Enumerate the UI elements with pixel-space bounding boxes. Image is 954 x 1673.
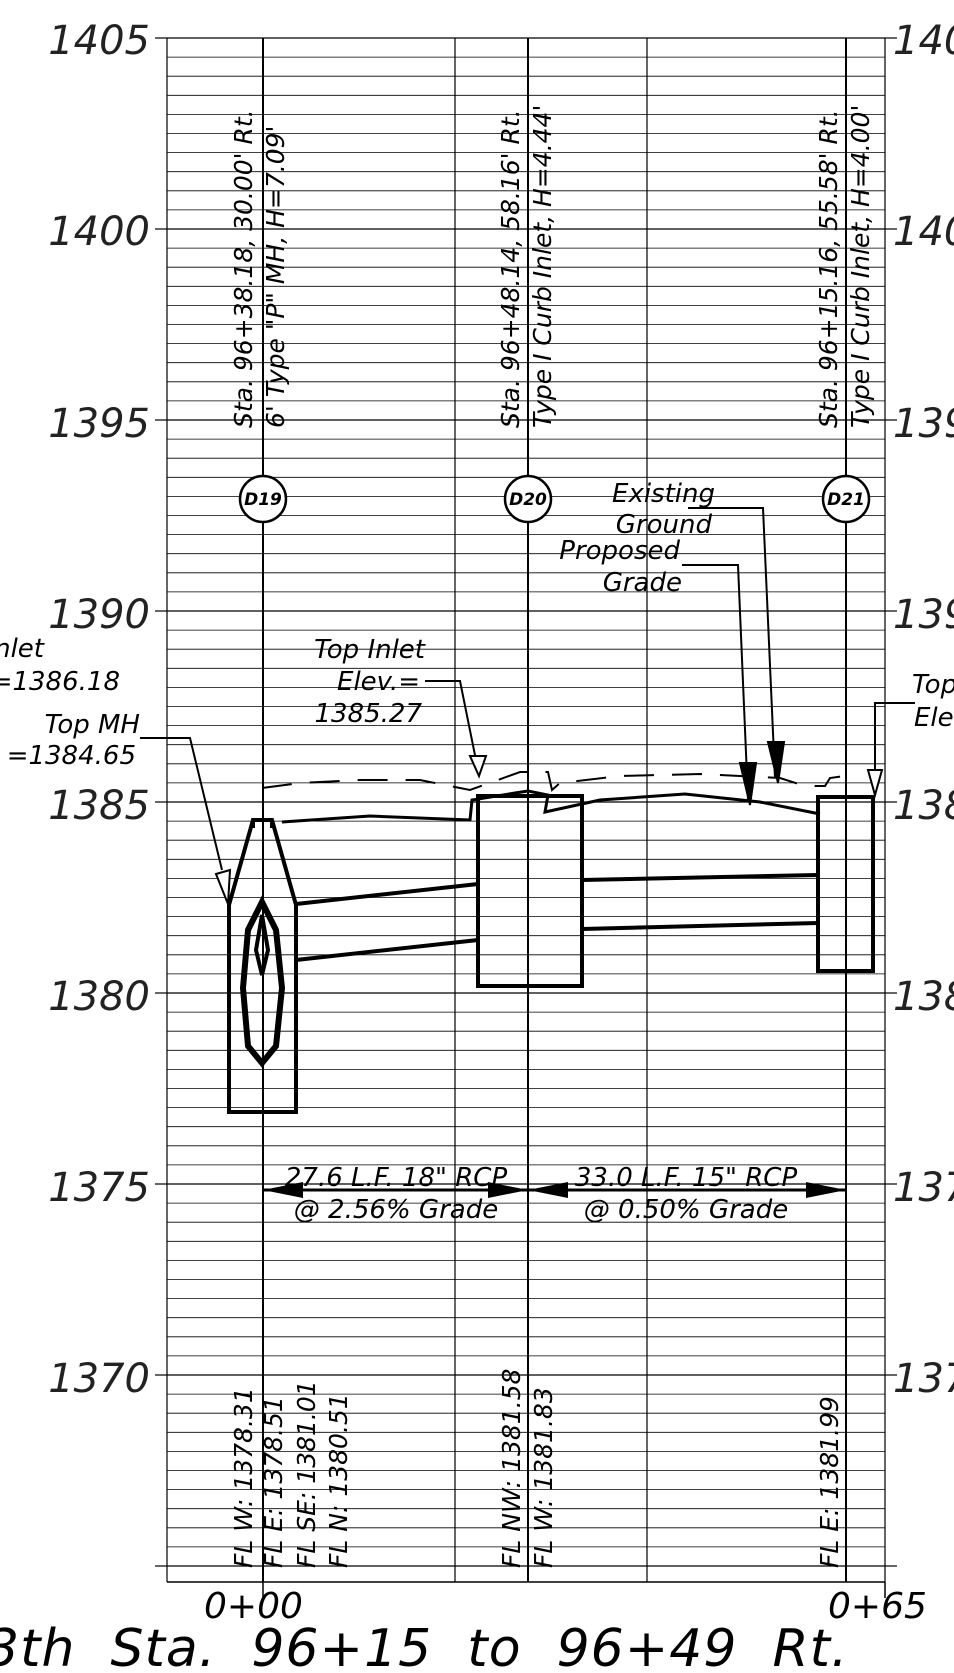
existing-ground-arrow [766,741,786,784]
pipe-labels: 27.6 L.F. 18" RCP @ 2.56% Grade 33.0 L.F… [285,1163,798,1225]
elevation-label: 1400 [48,209,150,255]
top-mh-leader [140,737,223,871]
pipe-18-top [295,882,479,906]
flowline-label: FL W: 1381.83 [529,1387,558,1568]
elevation-label: 1405 [893,18,954,64]
elevation-label: 1375 [48,1165,150,1211]
elevation-label: 1390 [48,592,150,638]
top-inlet-d20-text-2: Elev.= [337,667,420,697]
elevation-label: 1375 [893,1165,954,1211]
flowline-label: FL SE: 1381.01 [292,1380,321,1568]
flowline-label: FL W: 1378.31 [229,1387,258,1568]
elevation-axis-left: 1405 1400 1395 1390 1385 1380 1375 1370 [48,18,150,1402]
elevation-label: 1400 [893,209,954,255]
tag-d20: D20 [503,474,553,524]
pipe-15-bottom [581,921,819,931]
top-right-arrow [866,769,884,799]
elevation-label: 1380 [893,974,954,1020]
elevation-label: 1370 [893,1356,954,1402]
existing-ground-leader [688,507,776,779]
top-right-leader [874,702,915,770]
d21-type-label: Type I Curb Inlet, H=4.00' [846,105,875,428]
top-inlet-d20-text-3: 1385.27 [314,699,422,729]
elevation-label: 1395 [893,401,954,447]
inlet-d20 [476,794,584,988]
flowline-label: FL E: 1381.99 [815,1396,844,1568]
top-inlet-left-text-2: =1386.18 [0,667,120,697]
tag-d21: D21 [821,474,871,524]
elevation-label: 1385 [48,783,150,829]
top-inlet-d20-arrow [468,755,488,779]
d21-station-label: Sta. 96+15.16, 55.58' Rt. [814,109,843,428]
top-inlet-d20-leader [425,680,479,771]
station-start-label: 0+00 [204,1586,303,1627]
proposed-grade-arrow [738,762,758,806]
pipes [295,873,819,962]
elevation-label: 1385 [893,783,954,829]
existing-ground-line [261,771,846,792]
callout-arrowheads [214,741,884,905]
d19-type-label: 6' Type "P" MH, H=7.09' [261,126,290,428]
elevation-label: 1390 [893,592,954,638]
pipe-18-bottom [295,938,479,962]
svg-text:D20: D20 [509,490,547,510]
proposed-grade-leader [682,564,749,801]
proposed-grade-text-1: Proposed [559,536,680,566]
structure-labels: Sta. 96+38.18, 30.00' Rt. 6' Type "P" MH… [229,105,875,428]
top-inlet-d20-text-1: Top Inlet [314,635,426,665]
pipe-15-grade: @ 0.50% Grade [584,1195,788,1225]
top-mh-text-1: Top MH [45,710,140,740]
existing-ground-text-2: Ground [616,510,713,540]
pipe-15-label: 33.0 L.F. 15" RCP [575,1163,798,1193]
proposed-grade-line [281,789,821,824]
profile-grid [155,37,897,1598]
elevation-label: 1370 [48,1356,150,1402]
manhole-d19 [227,818,298,1114]
top-inlet-left-text-1: nlet [0,634,45,664]
structure-tags: D19 D20 D21 [238,474,871,524]
flowline-label: FL NW: 1381.58 [497,1369,526,1568]
top-right-text-1: Top [912,670,954,700]
pipe-dimension [263,1182,846,1198]
callout-leaders [140,507,915,871]
pipe-18-grade: @ 2.56% Grade [294,1195,498,1225]
top-mh-text-2: =1384.65 [7,741,136,771]
station-end-label: 0+65 [828,1586,927,1627]
flowline-label: FL E: 1378.51 [259,1396,288,1568]
profile-title: 3th Sta. 96+15 to 96+49 Rt. [0,1619,849,1673]
tag-d19: D19 [238,474,288,524]
elevation-label: 1405 [48,18,150,64]
d20-type-label: Type I Curb Inlet, H=4.44' [528,105,557,428]
elevation-axis-right: 1405 1400 1395 1390 1385 1380 1375 1370 [893,18,954,1402]
proposed-grade-text-2: Grade [603,568,682,598]
callout-texts: Existing Ground Proposed Grade Top Inlet… [0,479,954,771]
top-mh-arrow [214,868,232,905]
flowline-labels: FL W: 1378.31 FL E: 1378.51 FL SE: 1381.… [229,1369,844,1568]
structure-station-lines [262,38,847,1582]
elevation-label: 1395 [48,401,150,447]
flowline-label: FL N: 1380.51 [324,1393,353,1568]
top-right-text-2: Ele [914,703,954,733]
d19-station-label: Sta. 96+38.18, 30.00' Rt. [229,109,258,428]
elevation-label: 1380 [48,974,150,1020]
inlet-d21 [816,795,875,973]
existing-ground-text-1: Existing [612,479,715,509]
d20-station-label: Sta. 96+48.14, 58.16' Rt. [496,109,525,428]
svg-text:D21: D21 [827,490,865,510]
svg-text:D19: D19 [244,490,282,510]
pipe-15-top [581,873,819,882]
pipe-18-label: 27.6 L.F. 18" RCP [285,1163,508,1193]
